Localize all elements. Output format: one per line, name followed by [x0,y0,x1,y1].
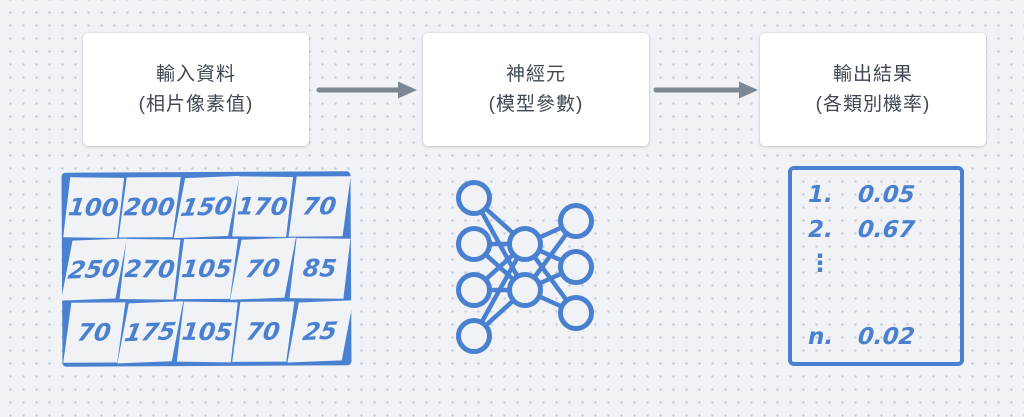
output-list-item: 2. 0.67 [808,217,950,243]
arrow-right-icon[interactable] [653,80,759,100]
output-probability-sketch[interactable]: 1. 0.05 2. 0.67 ⋮ n. 0.02 [788,166,964,366]
network-node [558,249,594,285]
output-item-value: 0.05 [856,182,917,208]
output-item-label: 1. [808,182,833,208]
output-list-item: 1. 0.05 [808,182,950,208]
pixel-grid-cell: 70 [230,237,296,300]
pixel-grid-cell: 70 [288,175,351,236]
network-node [456,272,492,308]
pixel-grid-cell: 25 [287,300,353,362]
pixel-grid-cell: 200 [118,176,181,237]
flow-box-output-title: 輸出結果 [832,64,913,85]
output-item-value: 0.67 [856,217,917,243]
output-item-label: 2. [808,217,833,243]
network-node [507,226,543,262]
pixel-grid-cell: 250 [60,238,126,301]
flow-box-output-subtitle: (各類別機率) [815,94,931,115]
arrow-right-icon[interactable] [316,80,418,100]
pixel-grid-cell: 100 [62,176,124,238]
vertical-ellipsis-icon: ⋮ [808,249,832,277]
pixel-grid-cell: 70 [62,302,125,363]
pixel-grid-cell: 85 [289,238,350,299]
output-item-label: n. [808,324,834,350]
pixel-grid-cell: 70 [232,301,295,362]
pixel-grid-sketch[interactable]: 100 200 150 170 70 250 270 105 70 85 70 … [60,171,353,367]
pixel-grid-cell: 270 [119,239,181,300]
output-item-value: 0.02 [856,324,917,350]
flow-box-neuron[interactable]: 神經元 (模型參數) [423,33,649,146]
flow-box-neuron-title: 神經元 [505,64,566,85]
flow-box-input-title: 輸入資料 [155,64,236,85]
flow-box-input[interactable]: 輸入資料 (相片像素值) [83,33,309,146]
flow-box-neuron-subtitle: (模型參數) [488,94,584,115]
output-list-ellipsis: ⋮ [808,249,950,277]
pixel-grid-cell: 105 [175,238,238,299]
network-node [507,272,543,308]
neural-network-sketch[interactable] [440,175,610,365]
network-node [456,180,492,216]
network-node [558,295,594,331]
pixel-grid-cell: 105 [176,301,238,362]
pixel-grid-cell: 175 [117,301,183,363]
flow-box-input-subtitle: (相片像素值) [138,94,254,115]
network-node [558,203,594,239]
network-node [456,226,492,262]
pixel-grid-cell: 170 [232,175,294,237]
output-list-item: n. 0.02 [808,324,950,350]
pixel-grid-cell: 150 [173,175,239,238]
network-node [456,318,492,354]
flow-box-output[interactable]: 輸出結果 (各類別機率) [760,33,986,146]
